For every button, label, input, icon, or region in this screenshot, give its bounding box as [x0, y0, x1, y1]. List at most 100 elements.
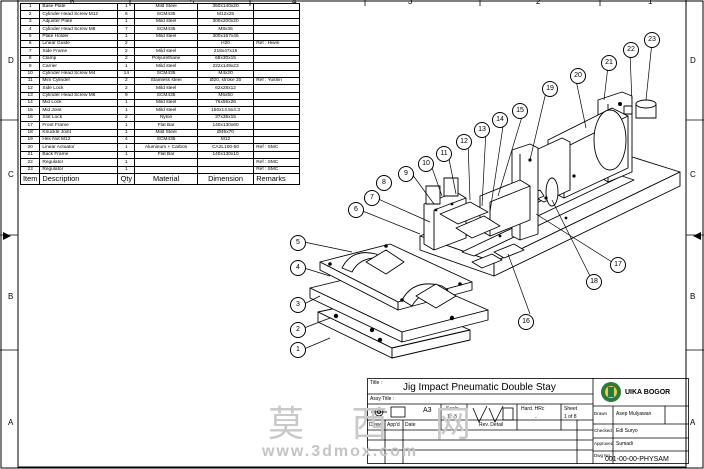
- rev-detail-label: Rev. Detail: [479, 422, 504, 428]
- bom-cell: 14: [117, 69, 136, 78]
- zone-label-side: C: [690, 170, 696, 179]
- bom-cell: Mild Steel: [134, 2, 198, 12]
- role-name: Asep Mulyawan: [616, 411, 652, 417]
- bom-cell: 222x149x23: [196, 62, 255, 71]
- bom-cell: Cylinder Head Screw M4: [39, 69, 119, 78]
- bom-cell: [196, 158, 255, 167]
- bom-cell: [253, 54, 300, 64]
- bom-cell: Cylinder Head Screw M6: [39, 91, 119, 101]
- bom-cell: 5: [19, 32, 41, 41]
- bom-cell: 7: [117, 25, 136, 34]
- bom-cell: 20: [19, 143, 41, 152]
- drawing-number: 001-00-00-PHYSAM: [605, 456, 669, 463]
- zone-label-top: 1: [648, 0, 653, 6]
- bom-cell: H20: [196, 39, 255, 49]
- bom-cell: 1: [117, 99, 136, 108]
- part-balloon: 5: [290, 235, 306, 251]
- part-balloon: 19: [542, 81, 558, 97]
- bom-cell: Clamp: [39, 54, 119, 64]
- drawn-label: Drawn: [369, 422, 384, 428]
- bom-cell: Front Frame: [39, 121, 119, 130]
- bom-cell: 1: [19, 2, 41, 12]
- bom-cell: Mild steel: [134, 47, 198, 56]
- bom-cell: Slot Lock: [39, 113, 119, 123]
- bom-cell: [253, 150, 300, 160]
- bom-cell: Mild steel: [134, 32, 198, 41]
- bom-cell: Mild steel: [134, 106, 198, 115]
- date-label: Date: [405, 422, 416, 428]
- bom-cell: 3: [19, 17, 41, 27]
- bom-cell: Mid Joint: [39, 106, 119, 115]
- bom-cell: 7: [19, 47, 41, 56]
- hardness-value: -: [535, 415, 537, 421]
- bom-cell: [253, 32, 300, 41]
- title-block-grid: [367, 378, 689, 464]
- bom-cell: 140x130x60: [196, 121, 255, 130]
- part-balloon: 18: [586, 274, 602, 290]
- bom-cell: [134, 165, 198, 175]
- bom-cell: Ref : SMC: [253, 165, 300, 175]
- part-balloon: 12: [456, 134, 472, 150]
- bom-cell: SCM435: [134, 10, 198, 19]
- bom-cell: 1: [117, 150, 136, 160]
- bom-cell: Side Lock: [39, 84, 119, 93]
- bom-cell: 1: [117, 32, 136, 41]
- watermark-chars: 莫 西 网: [268, 404, 489, 445]
- bom-cell: 17: [19, 121, 41, 130]
- zone-label-side: C: [8, 170, 14, 179]
- part-balloon: 11: [436, 146, 452, 162]
- part-balloon: 6: [348, 202, 364, 218]
- sheet-label: Sheet: [564, 406, 578, 412]
- bom-cell: 1: [117, 62, 136, 71]
- bom-cell: Linear Actuator: [39, 143, 119, 152]
- bom-cell: [253, 113, 300, 123]
- part-balloon: 21: [601, 55, 617, 71]
- part-balloon: 13: [474, 122, 490, 138]
- role-label: Checked: [594, 428, 612, 433]
- bom-cell: 2: [117, 47, 136, 56]
- bom-cell: Plate Holder: [39, 32, 119, 41]
- scale-label: Scale: [446, 406, 459, 412]
- role-label: Dwg No.: [594, 453, 612, 458]
- part-balloon: 20: [570, 68, 586, 84]
- bom-cell: 1: [117, 106, 136, 115]
- bom-cell: Dimension: [196, 172, 255, 185]
- part-balloon: 15: [512, 103, 528, 119]
- bom-cell: 14: [19, 99, 41, 108]
- bom-cell: Knuckle Joint: [39, 128, 119, 138]
- bom-cell: 15: [19, 106, 41, 115]
- bom-cell: [253, 106, 300, 115]
- bom-cell: 2: [117, 39, 136, 49]
- bom-cell: 1: [117, 165, 136, 175]
- bom-cell: Mild Steel: [134, 128, 198, 138]
- bom-cell: Ø20, stroke 20: [196, 76, 255, 86]
- bom-cell: 1: [117, 121, 136, 130]
- role-label: Approved: [594, 441, 614, 446]
- bom-cell: Remarks: [253, 172, 300, 185]
- part-balloon: 10: [418, 156, 434, 172]
- bom-cell: 12: [19, 84, 41, 93]
- bom-cell: 2: [117, 54, 136, 64]
- bom-cell: 140x130x10: [196, 150, 255, 160]
- bom-cell: 2: [117, 113, 136, 123]
- bom-cell: [134, 158, 198, 167]
- bom-cell: 68x30x15: [196, 54, 255, 64]
- bom-cell: 37x35x15: [196, 113, 255, 123]
- bom-cell: SCM435: [134, 69, 198, 78]
- bom-cell: Cylinder Head Screw M12: [39, 10, 119, 19]
- bom-cell: 1: [117, 2, 136, 12]
